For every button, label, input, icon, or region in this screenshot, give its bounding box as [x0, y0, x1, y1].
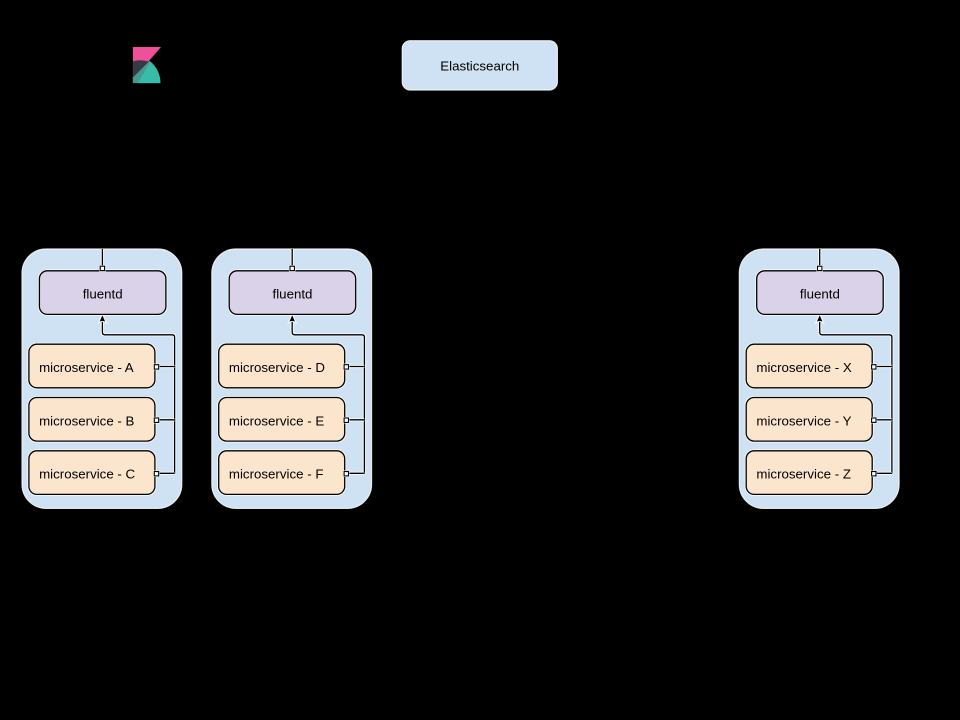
svg-text:microservice - Y: microservice - Y	[756, 413, 851, 428]
svg-text:microservice - B: microservice - B	[39, 413, 134, 428]
svg-text:microservice - X: microservice - X	[756, 360, 851, 375]
svg-text:fluentd: fluentd	[273, 286, 313, 301]
svg-text:microservice - A: microservice - A	[39, 360, 134, 375]
svg-text:microservice - Z: microservice - Z	[756, 467, 851, 482]
svg-text:fluentd: fluentd	[800, 286, 840, 301]
svg-text:fluentd: fluentd	[83, 286, 123, 301]
svg-text:Elasticsearch: Elasticsearch	[440, 58, 519, 73]
svg-text:microservice - D: microservice - D	[229, 360, 325, 375]
svg-text:microservice - C: microservice - C	[39, 467, 135, 482]
svg-text:microservice - E: microservice - E	[229, 413, 324, 428]
svg-text:microservice - F: microservice - F	[229, 467, 324, 482]
